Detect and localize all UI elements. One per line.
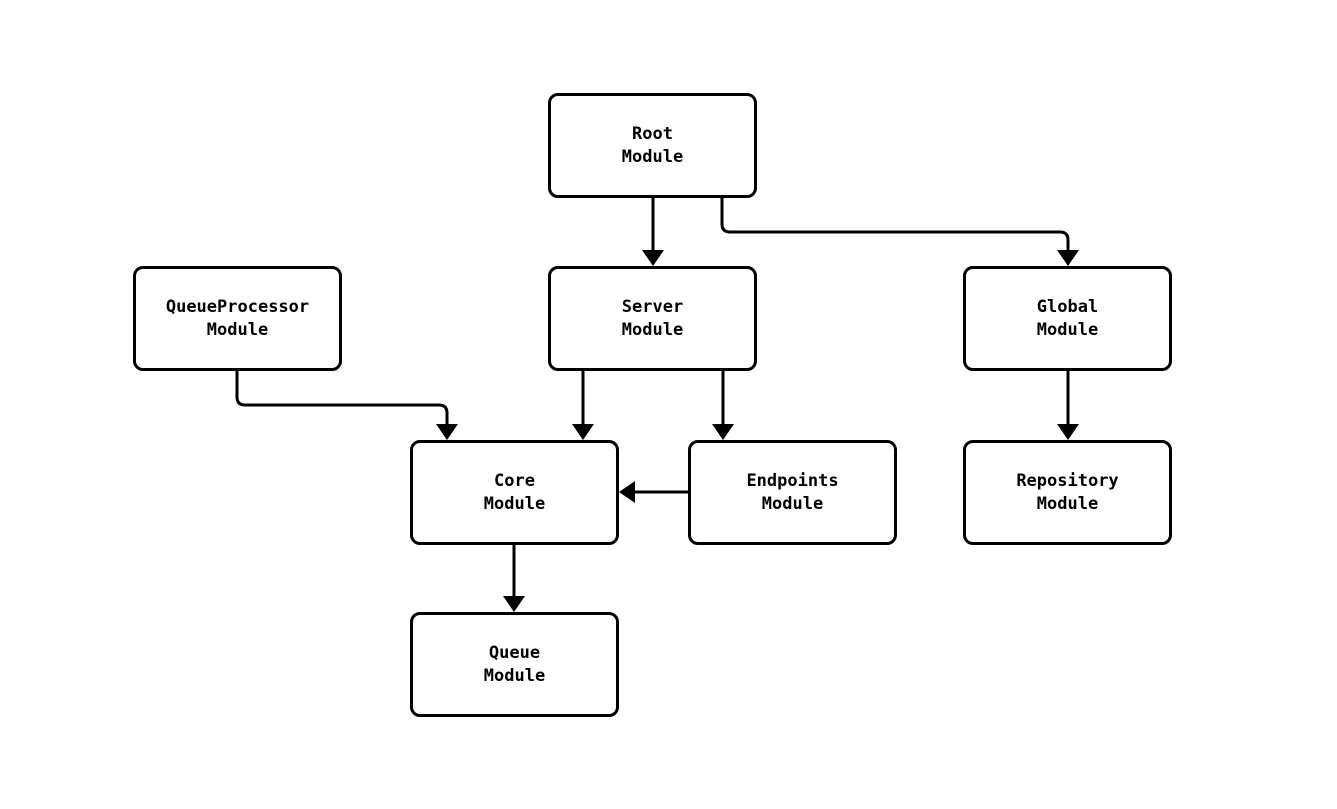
arrowhead-core-to-queue <box>503 596 525 612</box>
node-core-module: Core Module <box>410 440 619 545</box>
node-queueprocessor-module-name: QueueProcessor <box>165 296 310 317</box>
node-server-module-name: Server <box>621 296 684 317</box>
node-endpoints-module-name: Endpoints <box>746 470 839 491</box>
node-server-module-type: Module <box>621 319 684 340</box>
node-queue-module-type: Module <box>483 665 546 686</box>
node-queueprocessor-module: QueueProcessor Module <box>133 266 342 371</box>
node-root-module-type: Module <box>621 146 684 167</box>
node-endpoints-module: Endpoints Module <box>688 440 897 545</box>
node-root-module-name: Root <box>632 123 673 144</box>
node-global-module-type: Module <box>1036 319 1099 340</box>
arrowhead-server-to-endpoints <box>712 424 734 440</box>
node-queueprocessor-module-type: Module <box>206 319 269 340</box>
arrowhead-root-to-server <box>642 250 664 266</box>
node-core-module-name: Core <box>494 470 535 491</box>
node-queue-module: Queue Module <box>410 612 619 717</box>
node-global-module-name: Global <box>1036 296 1099 317</box>
arrowhead-root-to-global <box>1057 250 1079 266</box>
node-repository-module: Repository Module <box>963 440 1172 545</box>
node-endpoints-module-type: Module <box>761 493 824 514</box>
edge-queueprocessor-to-core <box>235 371 449 425</box>
arrowhead-global-to-repository <box>1057 424 1079 440</box>
node-global-module: Global Module <box>963 266 1172 371</box>
arrowhead-server-to-core <box>572 424 594 440</box>
node-repository-module-type: Module <box>1036 493 1099 514</box>
node-queue-module-name: Queue <box>488 642 541 663</box>
arrowhead-endpoints-to-core <box>619 481 635 503</box>
node-root-module: Root Module <box>548 93 757 198</box>
edge-root-to-global <box>720 198 1070 251</box>
node-server-module: Server Module <box>548 266 757 371</box>
arrowhead-queueprocessor-to-core <box>436 424 458 440</box>
node-repository-module-name: Repository <box>1016 470 1119 491</box>
node-core-module-type: Module <box>483 493 546 514</box>
